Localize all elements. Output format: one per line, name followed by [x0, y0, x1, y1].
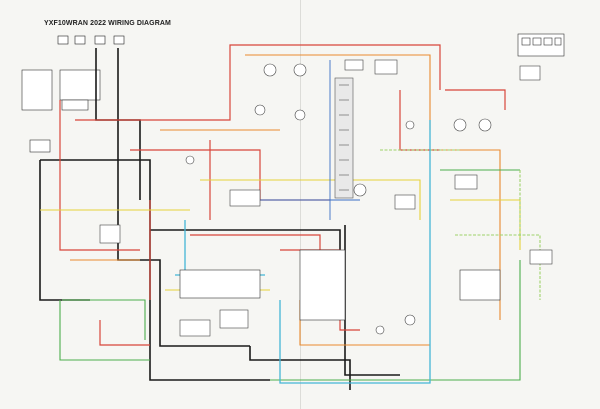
- page-fold-line: [300, 0, 301, 409]
- orange-wires: [70, 54, 501, 346]
- legend-box: [517, 33, 565, 57]
- left-switch-block: [21, 69, 101, 153]
- top-left-connectors: [57, 35, 125, 45]
- diagram-title: YXF10WRAN 2022 WIRING DIAGRAM: [44, 20, 171, 27]
- ecu-connector: [179, 249, 501, 321]
- central-connector-strip: [334, 77, 354, 199]
- green-wires: [59, 169, 521, 381]
- lightgreen-wires: [380, 149, 541, 300]
- component-symbols: [99, 59, 553, 337]
- blue-wires: [250, 60, 360, 220]
